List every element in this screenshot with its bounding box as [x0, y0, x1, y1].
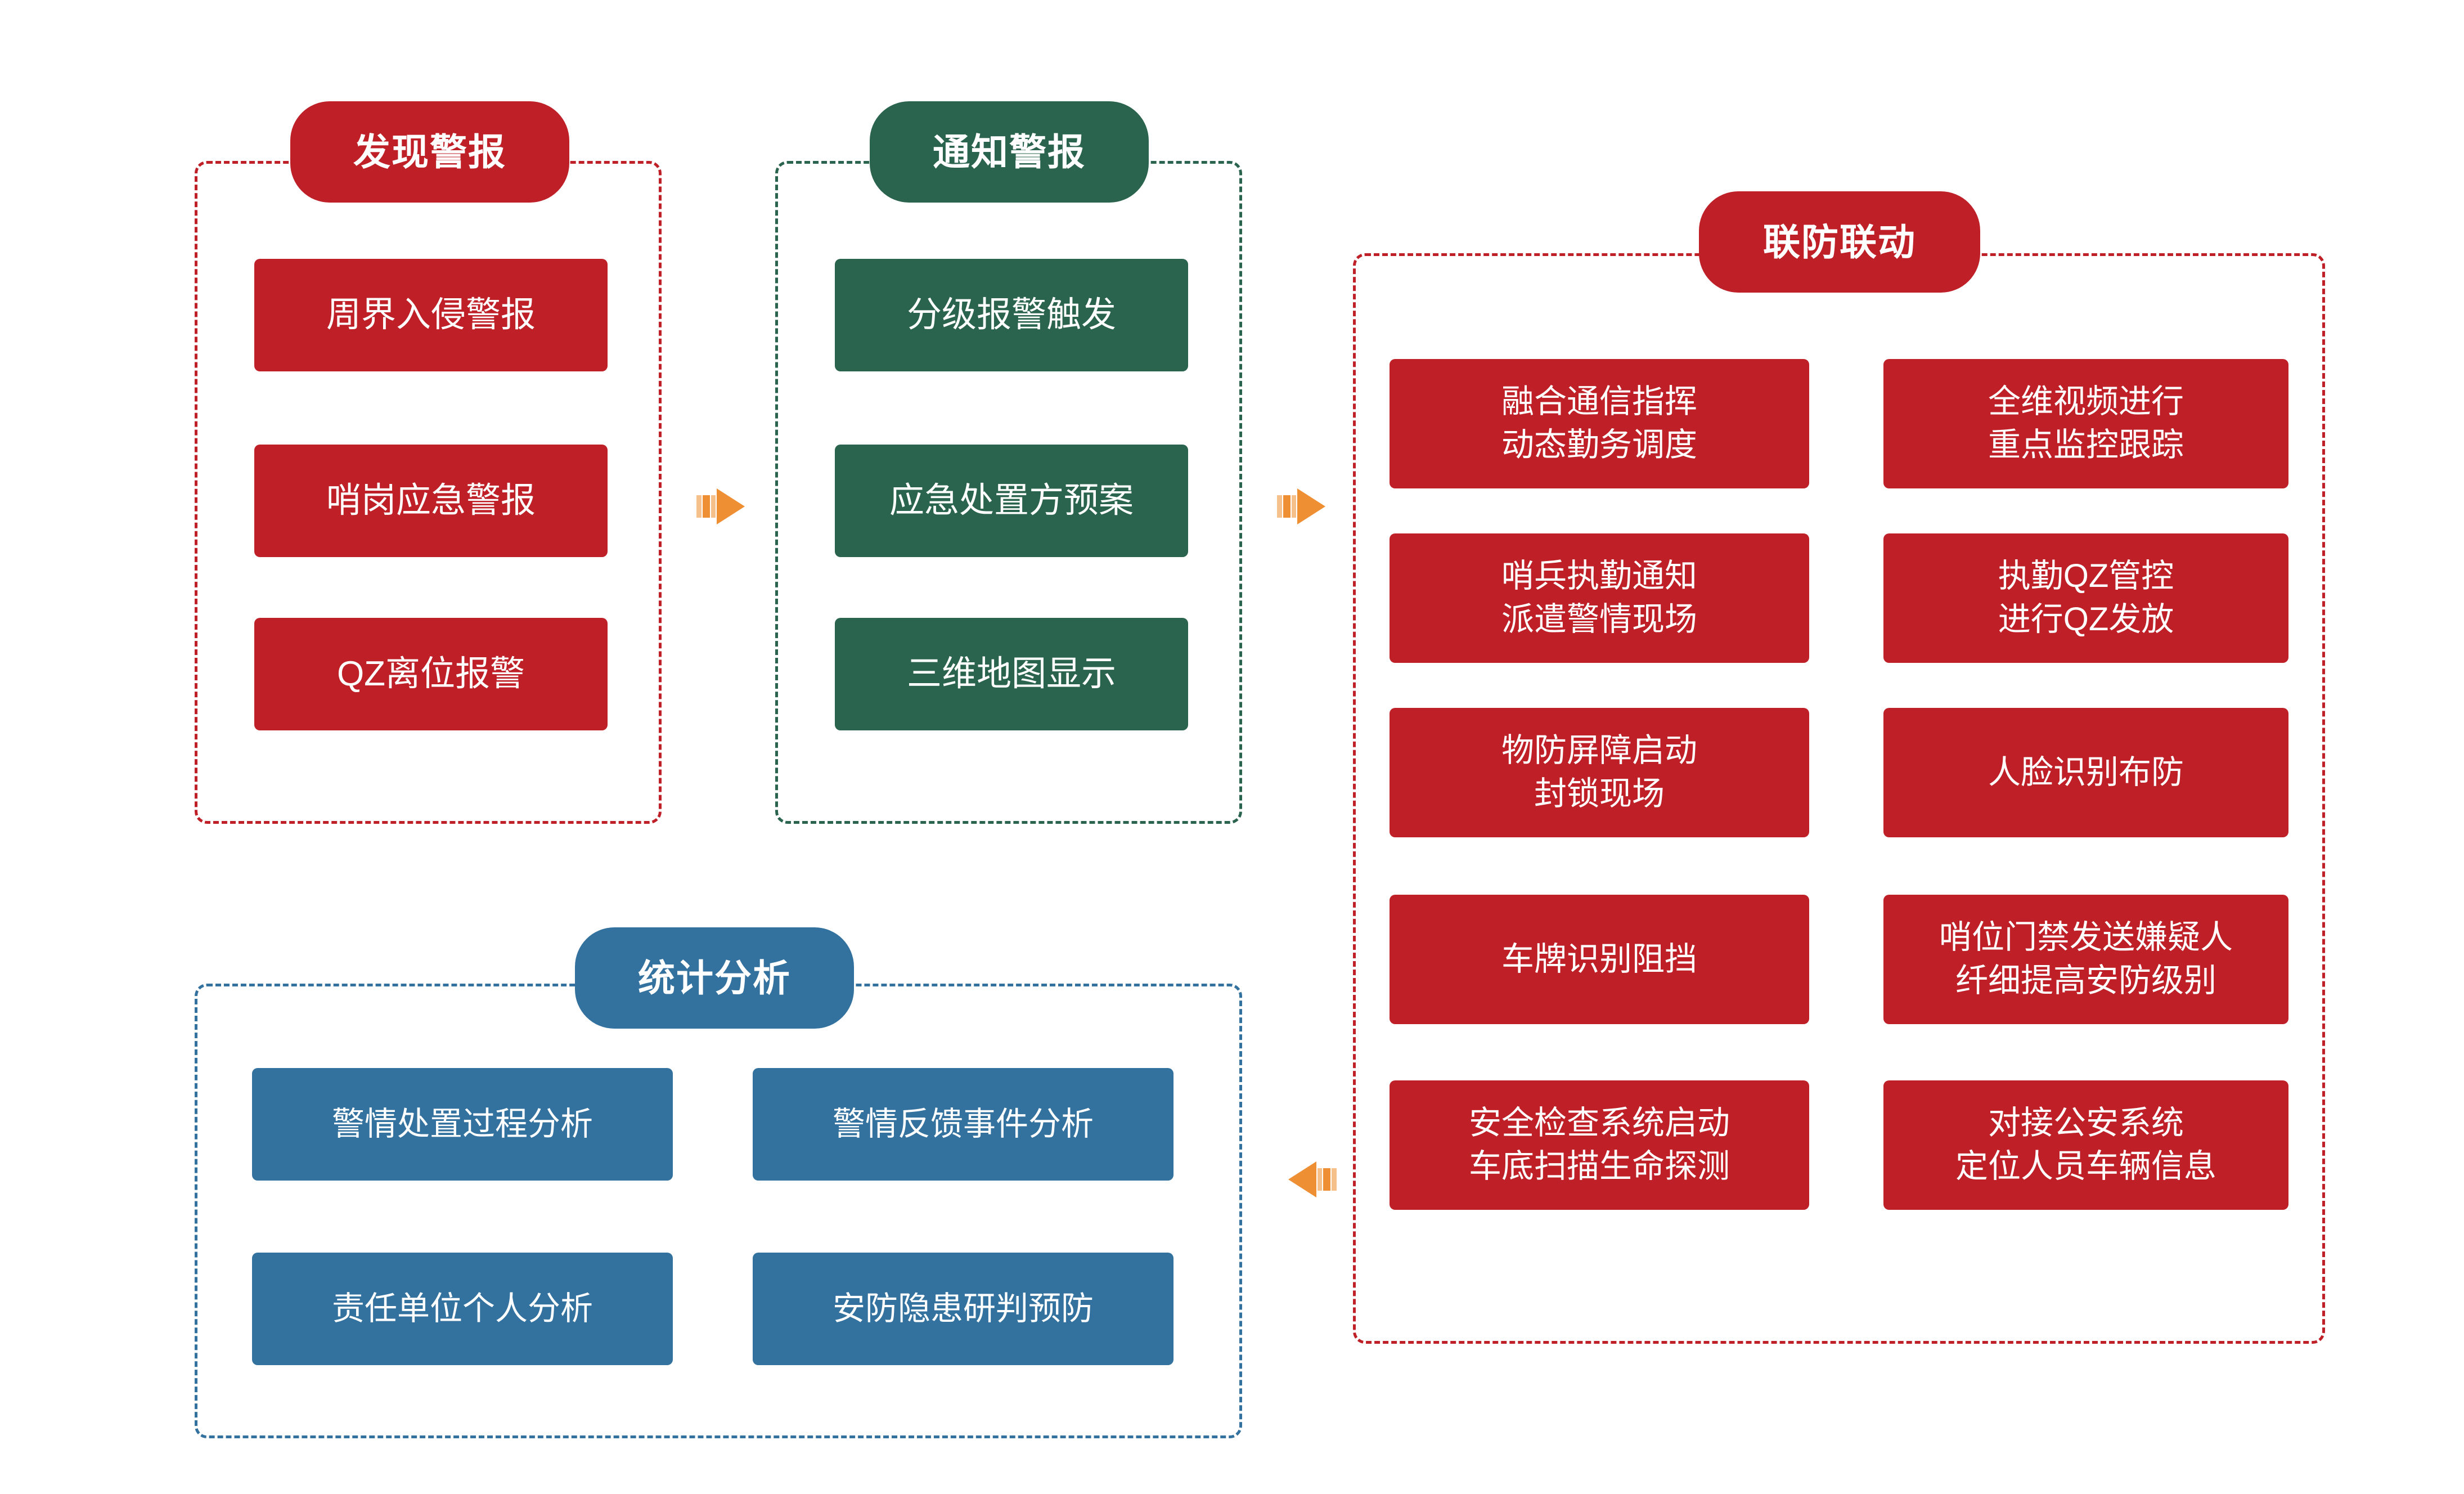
item-box-security-check-system[interactable]: 安全检查系统启动 车底扫描生命探测: [1390, 1080, 1809, 1210]
item-box-tiered-alarm-trigger[interactable]: 分级报警触发: [835, 259, 1188, 371]
flow-arrow-right-discover-to-notify: [696, 485, 748, 528]
item-box-license-plate-blocking[interactable]: 车牌识别阻挡: [1390, 895, 1809, 1024]
group-title-notify[interactable]: 通知警报: [870, 101, 1149, 203]
group-title-discover[interactable]: 发现警报: [290, 101, 569, 203]
item-box-face-recognition-deployment[interactable]: 人脸识别布防: [1883, 708, 2288, 837]
item-box-public-security-integration[interactable]: 对接公安系统 定位人员车辆信息: [1883, 1080, 2288, 1210]
item-box-emergency-response-plan[interactable]: 应急处置方预案: [835, 445, 1188, 557]
flow-arrow-right-notify-to-joint-defense: [1277, 485, 1329, 528]
item-box-responsible-unit-individual-analysis[interactable]: 责任单位个人分析: [252, 1253, 673, 1365]
item-box-alarm-handling-process-analysis[interactable]: 警情处置过程分析: [252, 1068, 673, 1181]
item-box-post-access-suspect-alert[interactable]: 哨位门禁发送嫌疑人 纤细提高安防级别: [1883, 895, 2288, 1024]
flow-arrow-left-joint-defense-to-statistics: [1285, 1158, 1337, 1201]
group-frame-statistics: [195, 984, 1242, 1438]
item-box-perimeter-intrusion-alarm[interactable]: 周界入侵警报: [254, 259, 608, 371]
item-box-sentry-duty-notice[interactable]: 哨兵执勤通知 派遣警情现场: [1390, 533, 1809, 663]
item-box-security-risk-assessment-prevention[interactable]: 安防隐患研判预防: [753, 1253, 1173, 1365]
group-title-statistics[interactable]: 统计分析: [575, 927, 854, 1029]
item-box-duty-qz-control[interactable]: 执勤QZ管控 进行QZ发放: [1883, 533, 2288, 663]
item-box-physical-barrier-activation[interactable]: 物防屏障启动 封锁现场: [1390, 708, 1809, 837]
item-box-alarm-feedback-event-analysis[interactable]: 警情反馈事件分析: [753, 1068, 1173, 1181]
item-box-sentry-emergency-alarm[interactable]: 哨岗应急警报: [254, 445, 608, 557]
item-box-fused-comms-command[interactable]: 融合通信指挥 动态勤务调度: [1390, 359, 1809, 488]
group-title-joint-defense[interactable]: 联防联动: [1699, 191, 1980, 293]
item-box-qz-off-post-alarm[interactable]: QZ离位报警: [254, 618, 608, 730]
item-box-3d-map-display[interactable]: 三维地图显示: [835, 618, 1188, 730]
item-box-omni-video-tracking[interactable]: 全维视频进行 重点监控跟踪: [1883, 359, 2288, 488]
